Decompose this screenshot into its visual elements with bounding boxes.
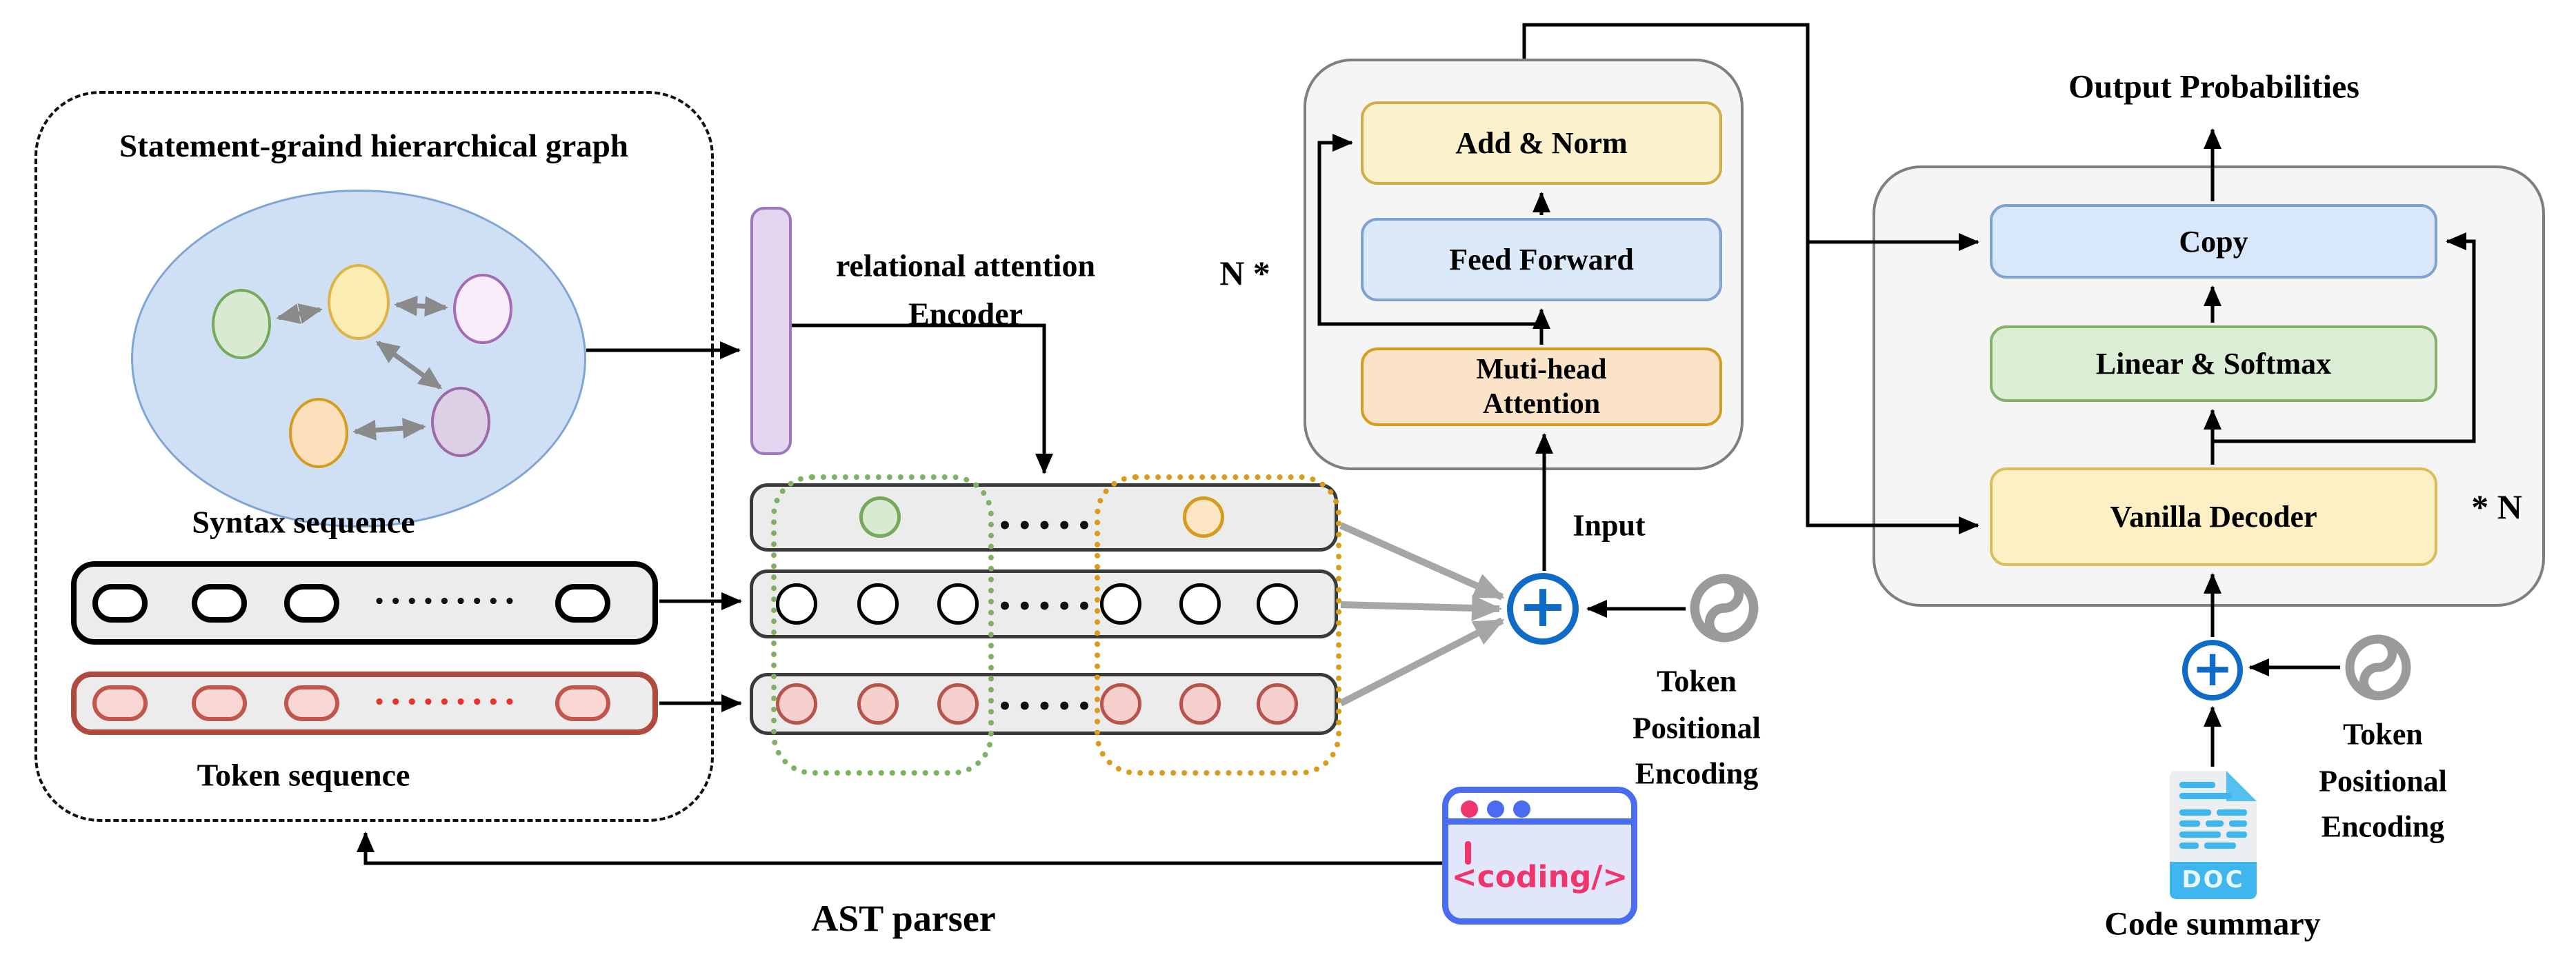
positional-encoding-icon [1690, 574, 1759, 643]
pe1-label-line2: Positional [1633, 711, 1761, 745]
embedding-circle-pink [857, 683, 899, 725]
token-ellipsis: ••••••••• [373, 692, 521, 713]
green-dotted-group [771, 474, 994, 776]
statement-graph-title: Statement-graind hierarchical graph [119, 128, 629, 164]
input-label: Input [1572, 508, 1646, 543]
embedding-circle-pink [1257, 683, 1298, 725]
embedding-circle-white [1100, 583, 1141, 625]
embedding-circle-white [937, 583, 979, 625]
window-dot-pink [1461, 800, 1478, 818]
embedding-circle-white [1257, 583, 1298, 625]
relational-attention-encoder-bar [750, 207, 792, 455]
add-norm-label: Add & Norm [1455, 126, 1628, 160]
statement-graph-group [34, 91, 714, 822]
syntax-embedding-row [750, 569, 1338, 638]
mha-label-line2: Attention [1482, 388, 1601, 420]
embedding-circle-white [857, 583, 899, 625]
plus-icon: + [1507, 572, 1579, 645]
graph-node-purple-icon [431, 387, 490, 457]
relational-attention-label-line2: Encoder [908, 296, 1024, 332]
coding-text: <coding/> [1451, 859, 1628, 895]
feed-forward-label: Feed Forward [1449, 243, 1634, 276]
linear-softmax-box: Linear & Softmax [1990, 325, 2437, 402]
plus-icon: + [2182, 639, 2243, 700]
code-window-titlebar [1448, 793, 1631, 825]
mha-label-line1: Muti-head [1476, 354, 1607, 385]
vanilla-decoder-label: Vanilla Decoder [2110, 500, 2317, 534]
copy-box: Copy [1990, 204, 2437, 279]
syntax-pill [92, 584, 148, 623]
graph-node-violet-icon [453, 274, 512, 344]
token-sequence-label: Token sequence [197, 757, 410, 793]
pe2-label-line1: Token [2343, 717, 2423, 752]
window-dot-blue [1513, 800, 1530, 818]
token-pill [192, 685, 247, 721]
token-pill [92, 685, 148, 721]
embedding-circle-orange [1183, 496, 1224, 538]
pe1-label-line1: Token [1657, 664, 1737, 698]
pe2-label-line2: Positional [2319, 764, 2447, 798]
linear-softmax-label: Linear & Softmax [2095, 347, 2332, 381]
feed-forward-box: Feed Forward [1361, 218, 1722, 301]
ast-parser-label: AST parser [811, 898, 996, 939]
embedding-circle-pink [1100, 683, 1141, 725]
graph-node-yellow-icon [328, 264, 390, 340]
graph-node-green-icon [212, 289, 271, 359]
embedding-circle-green [859, 496, 901, 538]
row-ellipsis: ••••• [997, 693, 1097, 720]
window-dot-blue [1487, 800, 1504, 818]
graph-node-orange-icon [289, 398, 348, 468]
syntax-pill [555, 584, 610, 623]
syntax-ellipsis: ••••••••• [373, 592, 521, 612]
decoder-n-multiplier: * N [2471, 487, 2522, 526]
embedding-circle-pink [1179, 683, 1221, 725]
hierarchical-graph-ellipse [131, 190, 586, 527]
embedding-circle-white [1179, 583, 1221, 625]
code-summary-label: Code summary [2104, 905, 2321, 942]
pe1-label-line3: Encoding [1635, 756, 1759, 791]
code-cursor [1465, 841, 1471, 865]
embedding-circle-pink [776, 683, 817, 725]
row-ellipsis: ••••• [997, 593, 1097, 621]
token-pill [555, 685, 610, 721]
encoder-n-multiplier: N * [1219, 254, 1270, 292]
relational-attention-label-line1: relational attention [835, 248, 1096, 283]
add-norm-box: Add & Norm [1361, 101, 1722, 185]
multi-head-attention-box: Muti-head Attention [1361, 347, 1722, 426]
row-ellipsis: ••••• [997, 512, 1097, 540]
code-window-icon: <coding/> [1442, 787, 1637, 925]
plus-glyph: + [2191, 639, 2234, 697]
orange-dotted-group [1095, 474, 1341, 776]
plus-glyph: + [1517, 572, 1568, 641]
embedding-circle-white [776, 583, 817, 625]
doc-banner-text: DOC [2181, 866, 2245, 894]
syntax-sequence-label: Syntax sequence [192, 504, 415, 540]
pe2-label-line3: Encoding [2321, 809, 2445, 844]
embedding-circle-pink [937, 683, 979, 725]
output-probabilities-label: Output Probabilities [2068, 68, 2359, 105]
copy-label: Copy [2179, 224, 2248, 259]
vanilla-decoder-box: Vanilla Decoder [1990, 467, 2437, 566]
token-pill [284, 685, 339, 721]
doc-file-icon: DOC [2170, 771, 2257, 899]
positional-encoding-icon [2345, 634, 2411, 700]
syntax-pill [192, 584, 247, 623]
token-embedding-row [750, 673, 1338, 735]
syntax-pill [284, 584, 339, 623]
